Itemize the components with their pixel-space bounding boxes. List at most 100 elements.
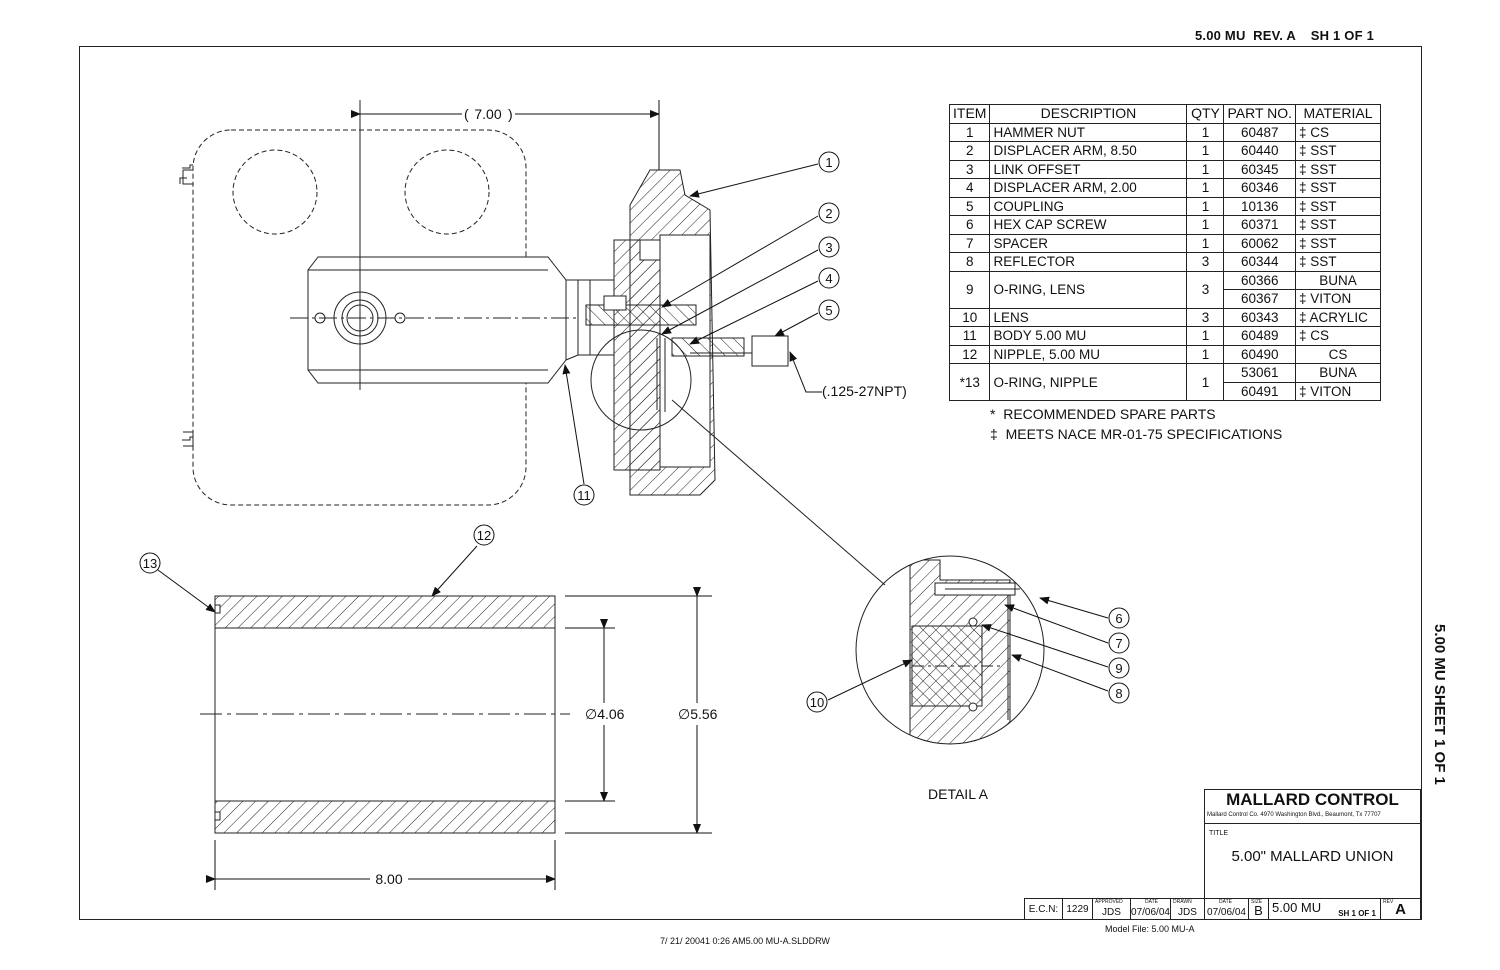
bom-cell: 3 <box>1186 252 1225 272</box>
top-view <box>179 100 615 506</box>
nipple-view <box>200 595 570 834</box>
bom-cell: DISPLACER ARM, 2.00 <box>989 178 1188 198</box>
bom-cell: ‡ ACRYLIC <box>1295 307 1382 327</box>
bom-cell: O-RING, NIPPLE <box>989 363 1188 401</box>
dim-outer: ∅5.56 <box>678 706 718 722</box>
balloons <box>139 151 1130 713</box>
balloon-12 <box>473 524 495 546</box>
bom-cell: 8 <box>948 252 991 272</box>
bom-cell: ‡ CS <box>1295 326 1382 346</box>
bom-header-item: ITEM <box>948 104 991 124</box>
bom-cell: O-RING, LENS <box>989 270 1188 309</box>
bom-cell: 60489 <box>1223 326 1297 346</box>
balloon-text: 7 <box>1115 636 1122 651</box>
bill-of-materials: ITEM DESCRIPTION QTY PART NO. MATERIAL 1… <box>948 104 1382 401</box>
bom-row: 60367‡ VITON <box>950 289 1382 309</box>
bom-cell: 3 <box>948 159 991 179</box>
dim-top-width: 7.00 <box>474 106 501 122</box>
bom-cell: 60491 <box>1223 381 1297 401</box>
bom-cell: ‡ SST <box>1295 215 1382 235</box>
balloon-10 <box>806 691 828 713</box>
balloon-7 <box>1108 632 1130 654</box>
bom-cell: 7 <box>948 233 991 253</box>
bom-cell: REFLECTOR <box>989 252 1188 272</box>
bom-note-nace: ‡ MEETS NACE MR-01-75 SPECIFICATIONS <box>990 426 1283 442</box>
bom-cell: 1 <box>948 122 991 142</box>
bom-cell: 3 <box>1186 307 1225 327</box>
bom-cell: LENS <box>989 307 1188 327</box>
dimension-lines <box>206 100 712 890</box>
balloon-text: 1 <box>825 155 832 170</box>
bom-cell: 11 <box>948 326 991 346</box>
bom-cell: DISPLACER ARM, 8.50 <box>989 141 1188 161</box>
hammer-nut-section <box>585 169 789 496</box>
company-address: Mallard Control Co. 4970 Washington Blvd… <box>1207 812 1381 818</box>
dim-bore: ∅4.06 <box>585 706 625 722</box>
balloon-11 <box>573 484 595 506</box>
svg-text:(: ( <box>464 106 469 122</box>
bom-cell: ‡ SST <box>1295 233 1382 253</box>
bom-cell: HEX CAP SCREW <box>989 215 1188 235</box>
bom-cell: ‡ SST <box>1295 196 1382 216</box>
bom-cell: 12 <box>948 344 991 364</box>
dim-length: 8.00 <box>375 871 402 887</box>
bom-cell: 60487 <box>1223 122 1297 142</box>
bom-cell: 60371 <box>1223 215 1297 235</box>
bom-cell: BUNA <box>1295 270 1382 290</box>
balloon-text: 10 <box>810 695 824 710</box>
balloon-9 <box>1108 657 1130 679</box>
bom-header-qty: QTY <box>1186 104 1225 124</box>
bom-cell: 53061 <box>1223 363 1297 383</box>
title-block: MALLARD CONTROL Mallard Control Co. 4970… <box>1204 789 1421 920</box>
bom-cell: 60062 <box>1223 233 1297 253</box>
bom-cell: 60345 <box>1223 159 1297 179</box>
bom-header-material: MATERIAL <box>1295 104 1382 124</box>
bom-cell: ‡ SST <box>1295 141 1382 161</box>
svg-text:): ) <box>508 106 513 122</box>
bom-note-spare: * RECOMMENDED SPARE PARTS <box>990 406 1216 422</box>
balloon-5 <box>818 299 840 321</box>
bom-header-description: DESCRIPTION <box>989 104 1188 124</box>
bom-cell: ‡ VITON <box>1295 381 1382 401</box>
bom-cell: 10136 <box>1223 196 1297 216</box>
bom-cell: ‡ SST <box>1295 159 1382 179</box>
bom-cell: 1 <box>1186 141 1225 161</box>
bom-cell: 60440 <box>1223 141 1297 161</box>
company-name: MALLARD CONTROL <box>1226 790 1399 809</box>
bom-cell: 4 <box>948 178 991 198</box>
side-label: 5.00 MU SHEET 1 OF 1 <box>1431 624 1448 785</box>
bom-cell: BODY 5.00 MU <box>989 326 1188 346</box>
drawing-frame <box>79 46 1422 920</box>
model-file: Model File: 5.00 MU-A <box>1105 924 1195 934</box>
bom-cell: 1 <box>1186 178 1225 198</box>
balloon-3 <box>818 236 840 258</box>
balloon-leaders <box>157 163 1109 701</box>
bom-cell: 1 <box>1186 122 1225 142</box>
balloon-4 <box>818 267 840 289</box>
divider <box>1205 823 1420 824</box>
balloon-text: 4 <box>825 271 832 286</box>
bom-cell: 1 <box>1186 159 1225 179</box>
dim-npt: (.125-27NPT) <box>822 383 907 399</box>
bom-cell: 60344 <box>1223 252 1297 272</box>
footer-stamp: 7/ 21/ 20041 0:26 AM5.00 MU-A.SLDDRW <box>660 936 830 946</box>
bom-cell: HAMMER NUT <box>989 122 1188 142</box>
bom-cell: 60366 <box>1223 270 1297 290</box>
drawing-title: 5.00" MALLARD UNION <box>1231 848 1394 865</box>
ecn-cell: 1229 <box>1062 898 1092 919</box>
